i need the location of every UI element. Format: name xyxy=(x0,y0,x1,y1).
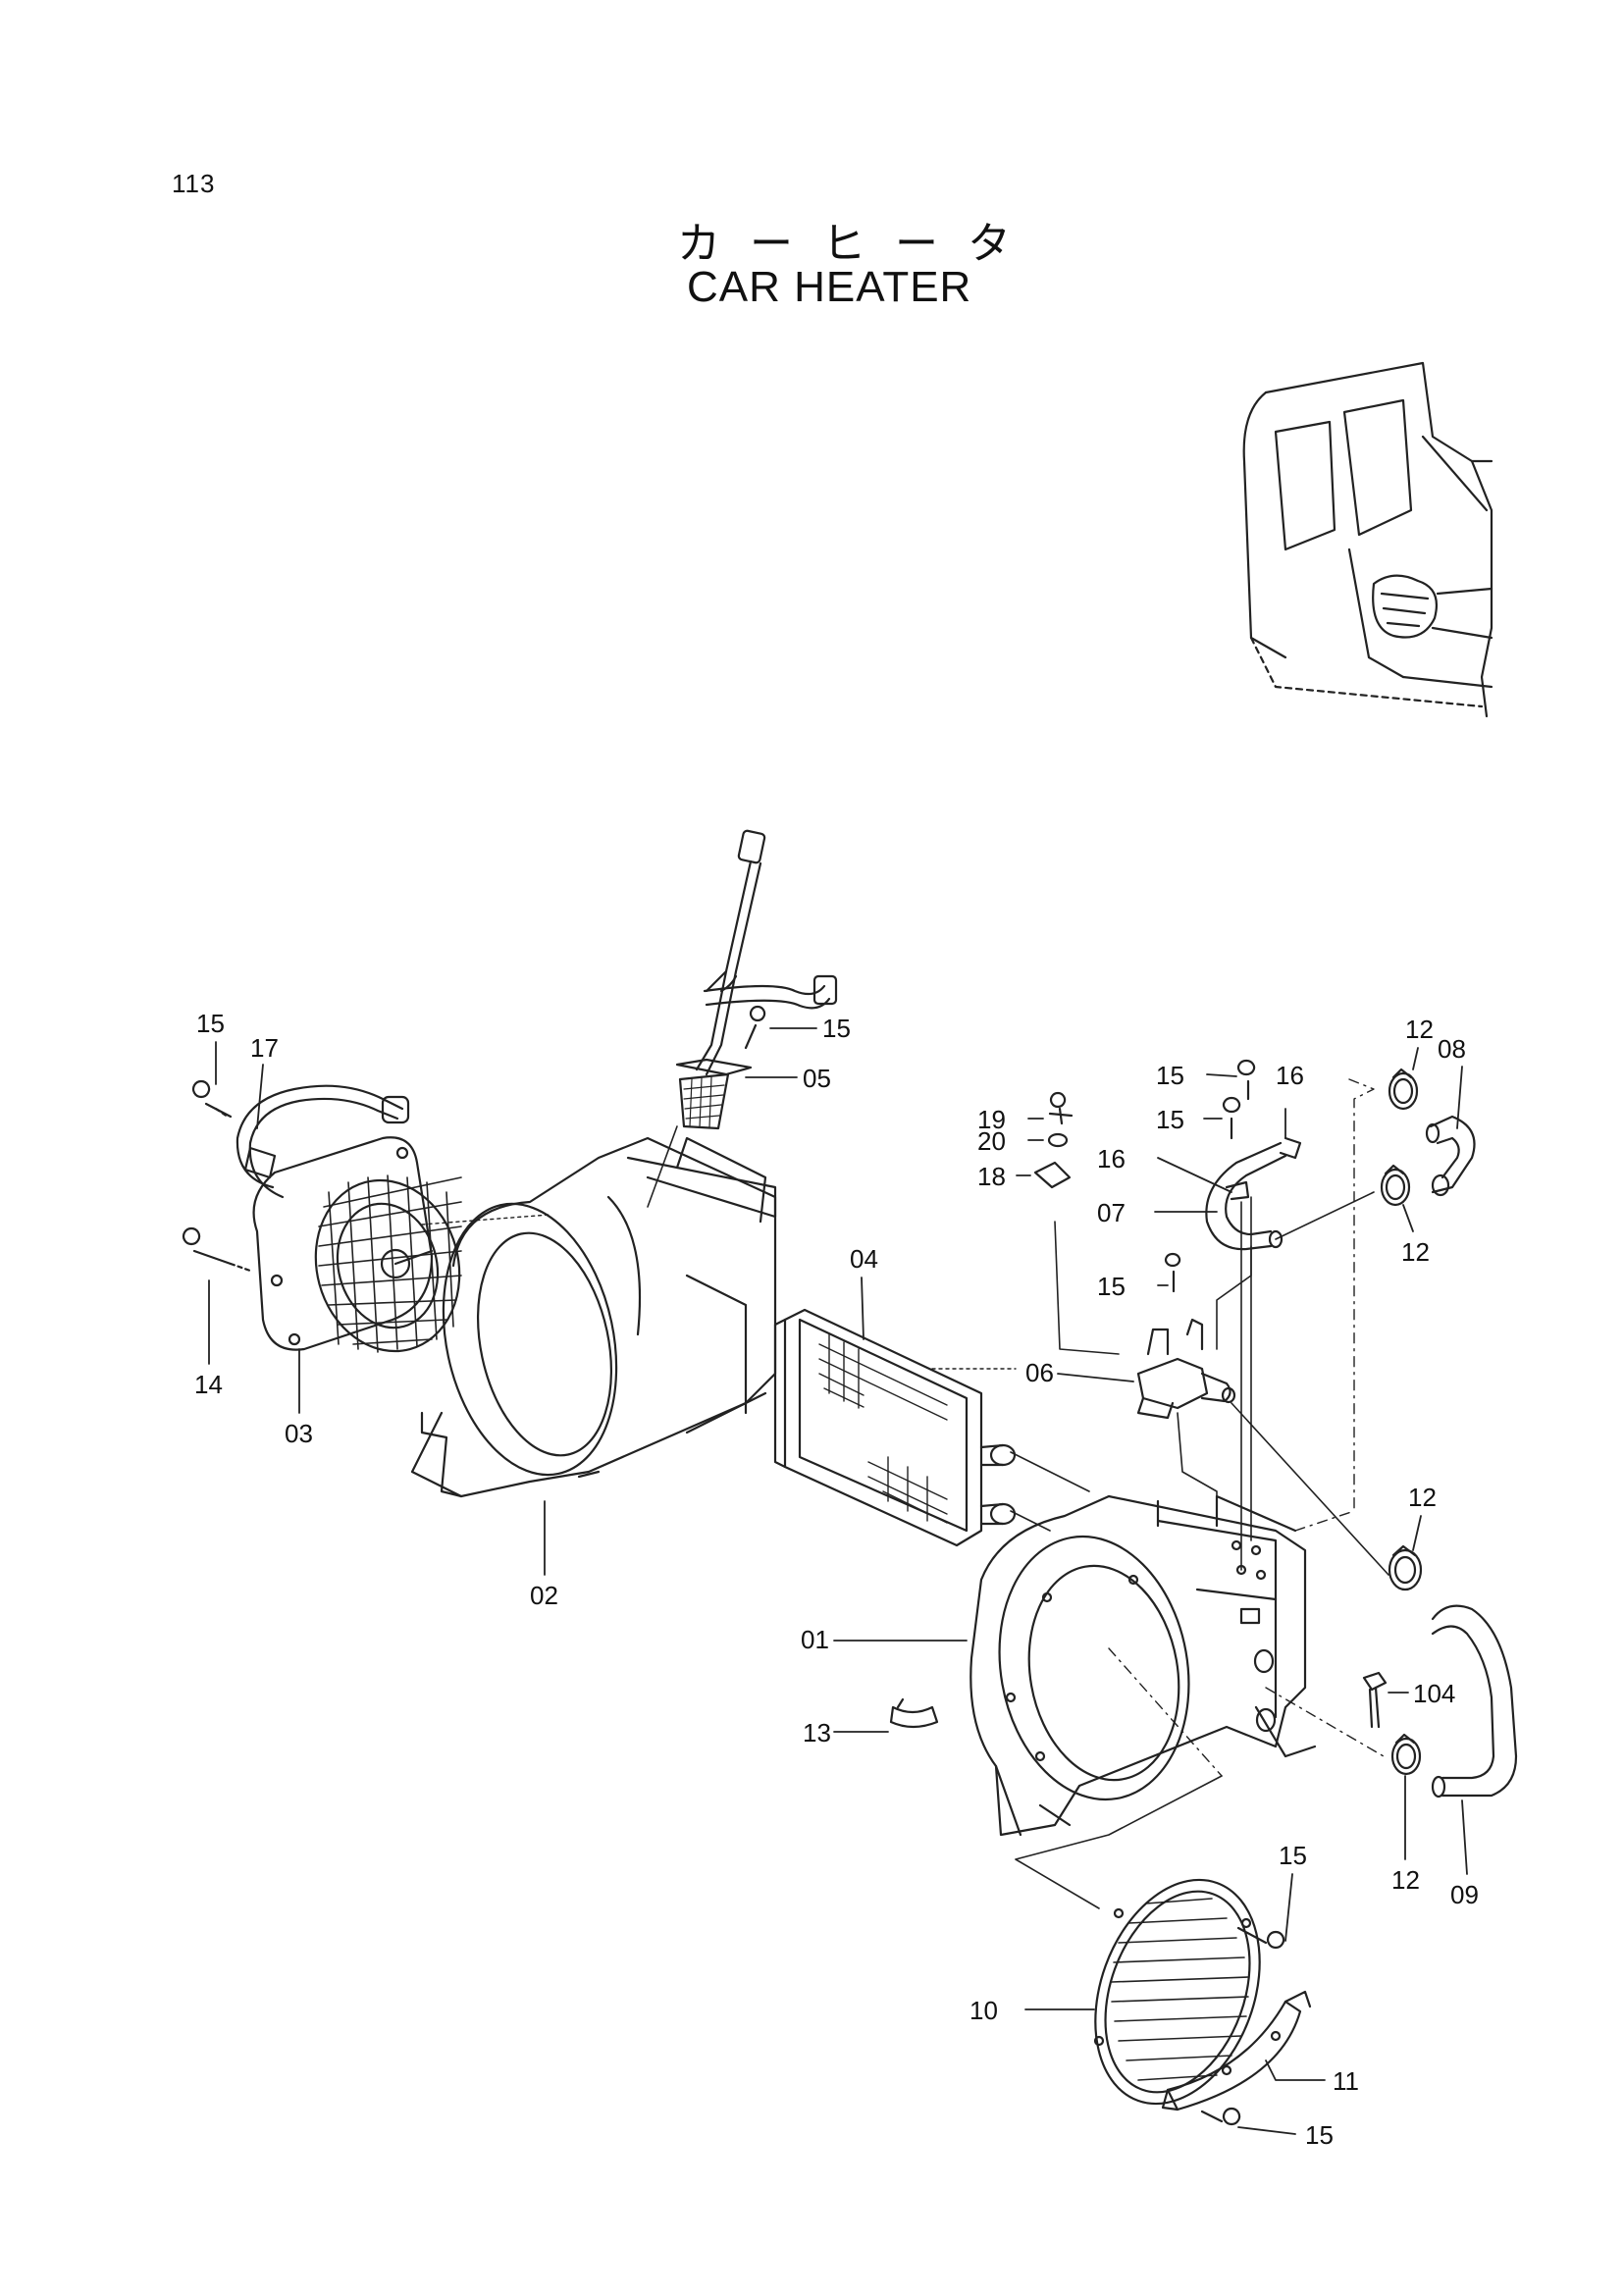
hose-09 xyxy=(1431,1604,1518,1799)
callout-02: 02 xyxy=(530,1581,558,1610)
page-number: 113 xyxy=(172,169,216,198)
callout-11: 11 xyxy=(1333,2066,1359,2096)
callout-03: 03 xyxy=(285,1419,313,1448)
callout-18: 18 xyxy=(977,1162,1006,1191)
callout-16: 16 xyxy=(1276,1061,1304,1090)
callout-15: 15 xyxy=(1305,2120,1334,2150)
thermostat-cable xyxy=(675,829,838,1130)
callout-12: 12 xyxy=(1391,1865,1420,1895)
callout-07: 07 xyxy=(1097,1198,1126,1227)
callout-labels: 15 17 14 03 15 05 02 04 19 20 18 15 15 1… xyxy=(194,1009,1479,2150)
callout-16: 16 xyxy=(1097,1144,1126,1173)
callout-08: 08 xyxy=(1438,1034,1466,1064)
callout-04: 04 xyxy=(850,1244,878,1274)
callout-06: 06 xyxy=(1025,1358,1054,1387)
callout-12: 12 xyxy=(1405,1015,1434,1044)
callout-12: 12 xyxy=(1401,1237,1430,1267)
callout-15: 15 xyxy=(1156,1061,1184,1090)
hose-clamps xyxy=(1380,1068,1423,1776)
callout-20: 20 xyxy=(977,1126,1006,1156)
heater-core xyxy=(773,1308,1017,1547)
heater-case xyxy=(969,1494,1317,1837)
hose-08 xyxy=(1425,1115,1476,1197)
water-valve xyxy=(1136,1318,1236,1420)
lower-cover xyxy=(1161,1990,1312,2112)
callout-15: 15 xyxy=(1097,1272,1126,1301)
callout-05: 05 xyxy=(803,1064,831,1093)
callout-09: 09 xyxy=(1450,1880,1479,1909)
callout-17: 17 xyxy=(250,1033,279,1063)
callout-104: 104 xyxy=(1413,1679,1455,1708)
callout-10: 10 xyxy=(969,1996,998,2025)
cab-locator-inset xyxy=(1242,361,1493,718)
front-grille xyxy=(1093,1878,1261,2106)
callout-15: 15 xyxy=(1156,1105,1184,1134)
elbow-hose xyxy=(1205,1136,1302,1251)
callout-14: 14 xyxy=(194,1370,223,1399)
callout-19: 19 xyxy=(977,1105,1006,1134)
callout-15: 15 xyxy=(822,1014,851,1043)
callout-13: 13 xyxy=(803,1718,831,1747)
fan-housing xyxy=(410,1136,777,1498)
callout-15: 15 xyxy=(1279,1841,1307,1870)
blower-motor-assembly xyxy=(236,1084,462,1353)
title-japanese: カ ー ヒ ー タ xyxy=(677,219,1019,269)
callout-01: 01 xyxy=(801,1625,829,1654)
callout-12: 12 xyxy=(1408,1483,1437,1512)
callout-15: 15 xyxy=(196,1009,225,1038)
title-english: CAR HEATER xyxy=(687,263,972,311)
